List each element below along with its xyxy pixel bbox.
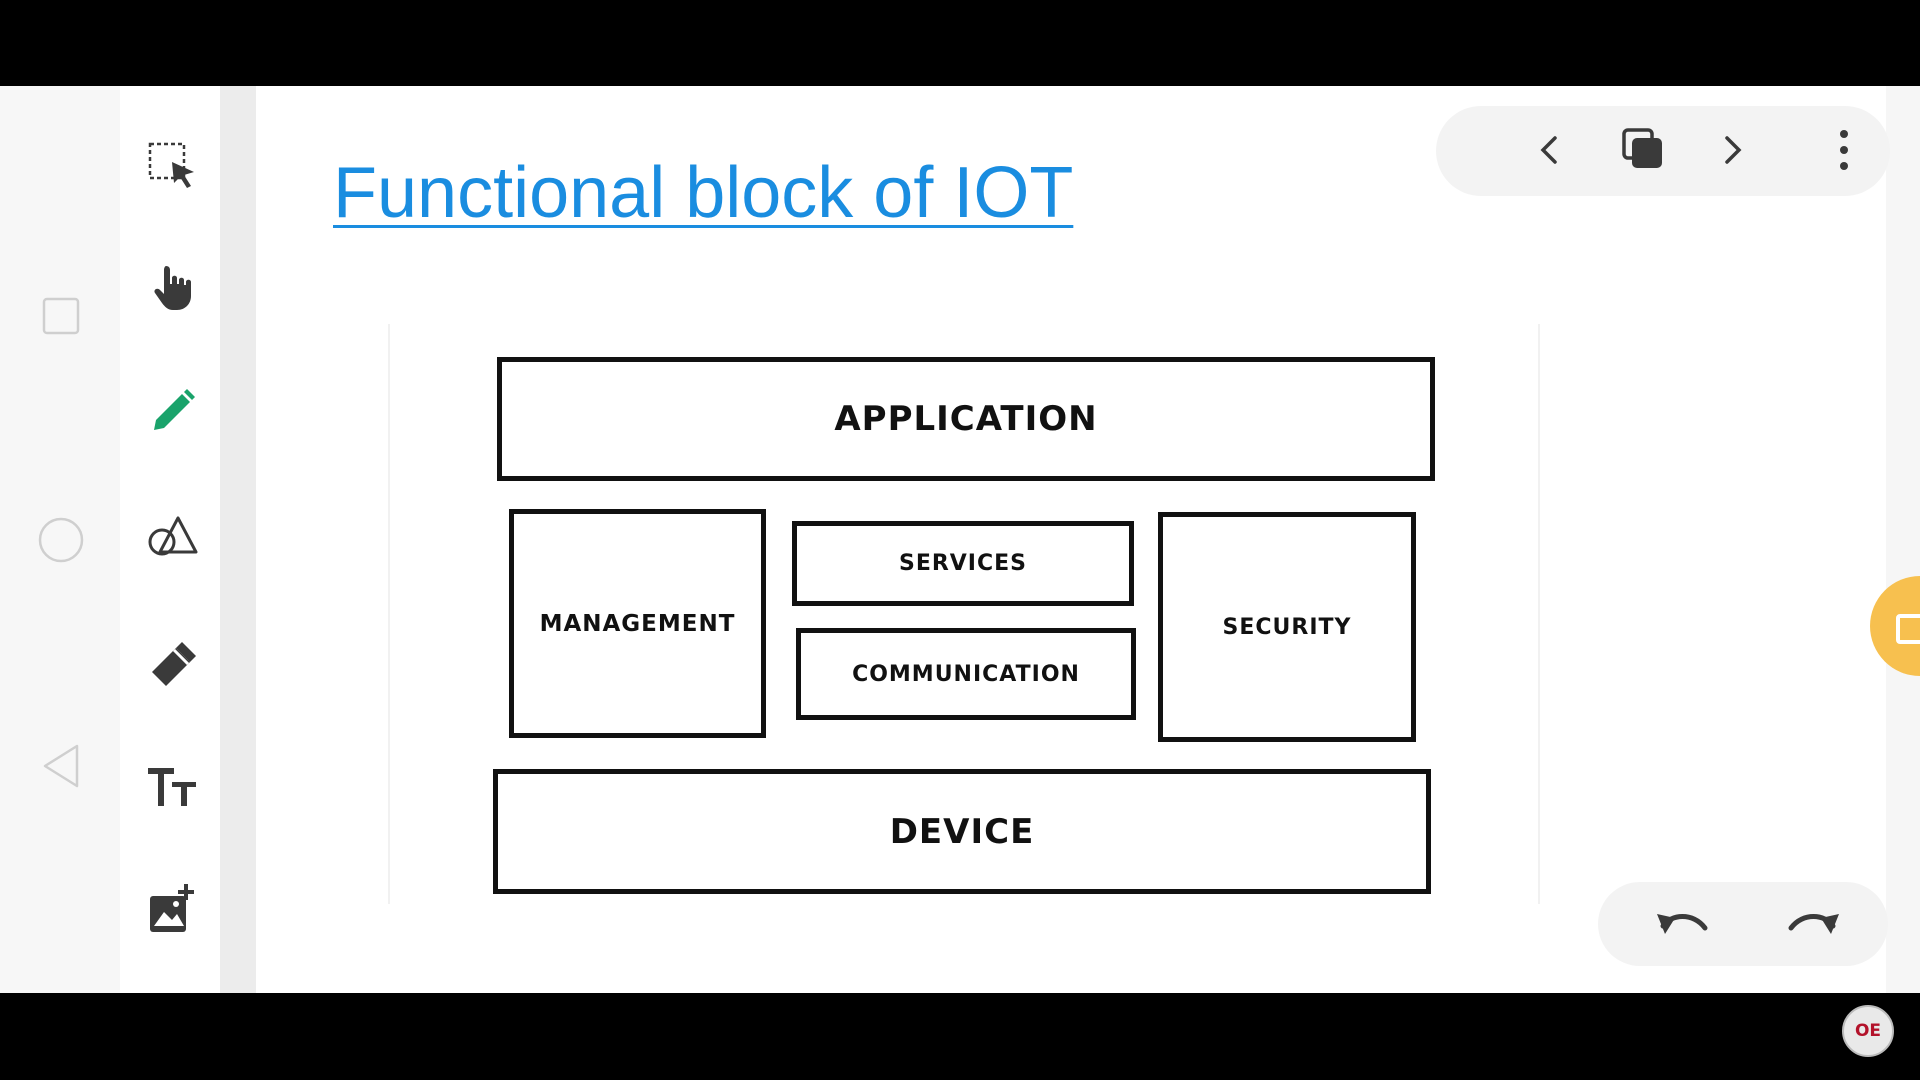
system-nav-bar bbox=[0, 86, 120, 993]
page-title[interactable]: Functional block of IOT bbox=[333, 153, 1074, 233]
screen: Functional block of IOT APPLICATION MANA… bbox=[0, 86, 1920, 993]
undo-button[interactable] bbox=[1650, 892, 1714, 956]
management-label: MANAGEMENT bbox=[539, 610, 736, 637]
shapes-icon bbox=[148, 516, 198, 556]
text-size-icon bbox=[148, 768, 196, 806]
diagram-frame bbox=[388, 324, 1540, 904]
more-options-button[interactable] bbox=[1812, 118, 1876, 182]
tools-panel-divider bbox=[220, 86, 256, 993]
circle-icon bbox=[38, 517, 84, 563]
shapes-tool[interactable] bbox=[140, 504, 204, 568]
services-label: SERVICES bbox=[898, 551, 1028, 576]
application-label: APPLICATION bbox=[834, 399, 1098, 439]
more-vertical-icon bbox=[1840, 130, 1848, 170]
next-page-button[interactable] bbox=[1700, 118, 1764, 182]
triangle-back-icon bbox=[43, 744, 79, 788]
lasso-select-icon bbox=[148, 142, 194, 188]
page-nav-bar bbox=[1436, 106, 1890, 196]
insert-image-tool[interactable] bbox=[140, 878, 204, 942]
hand-tool[interactable] bbox=[140, 256, 204, 320]
back-button[interactable] bbox=[36, 741, 86, 791]
pencil-icon bbox=[154, 389, 195, 430]
undo-icon bbox=[1657, 914, 1708, 934]
recents-button[interactable] bbox=[36, 291, 86, 341]
hand-icon bbox=[154, 266, 191, 310]
pen-tool[interactable] bbox=[140, 380, 204, 444]
communication-block: COMMUNICATION bbox=[796, 628, 1136, 720]
page-overview-button[interactable] bbox=[1610, 118, 1674, 182]
redo-button[interactable] bbox=[1782, 892, 1846, 956]
text-tool[interactable] bbox=[140, 754, 204, 818]
device-label: DEVICE bbox=[889, 811, 1035, 852]
select-tool[interactable] bbox=[140, 134, 204, 198]
security-block: SECURITY bbox=[1158, 512, 1416, 742]
pages-icon bbox=[1622, 128, 1662, 168]
image-add-icon bbox=[150, 884, 194, 932]
application-block: APPLICATION bbox=[497, 357, 1435, 481]
tools-panel bbox=[120, 86, 220, 993]
channel-logo: OE bbox=[1842, 1005, 1894, 1057]
chevron-right-icon bbox=[1725, 136, 1742, 164]
home-button[interactable] bbox=[36, 515, 86, 565]
eraser-tool[interactable] bbox=[140, 630, 204, 694]
undo-redo-bar bbox=[1598, 882, 1888, 966]
services-block: SERVICES bbox=[792, 521, 1134, 606]
eraser-icon bbox=[152, 642, 196, 686]
square-icon bbox=[42, 297, 80, 335]
redo-icon bbox=[1788, 914, 1839, 934]
previous-page-button[interactable] bbox=[1518, 118, 1582, 182]
communication-label: COMMUNICATION bbox=[852, 661, 1080, 687]
security-label: SECURITY bbox=[1222, 614, 1352, 640]
chevron-left-icon bbox=[1540, 136, 1557, 164]
management-block: MANAGEMENT bbox=[509, 509, 766, 738]
device-block: DEVICE bbox=[493, 769, 1431, 894]
